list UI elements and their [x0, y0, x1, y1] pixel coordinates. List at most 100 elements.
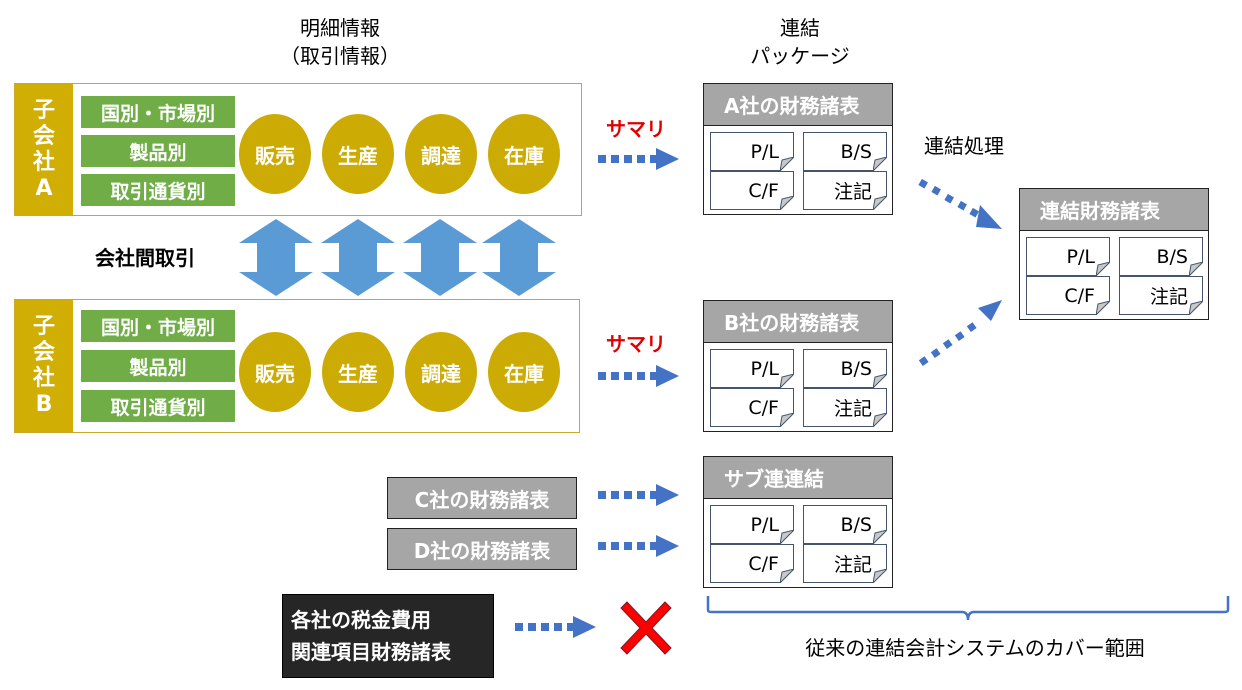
- category-product: 製品別: [81, 135, 235, 167]
- page-fold-icon: [1189, 262, 1203, 276]
- label-char: 子: [32, 97, 55, 123]
- tax-box-line2: 関連項目財務諸表: [291, 640, 451, 664]
- page-fold-icon: [780, 374, 794, 388]
- category-country-market: 国別・市場別: [81, 310, 235, 342]
- detail-info-heading: 明細情報 （取引情報）: [270, 14, 410, 70]
- statement-label: C/F: [748, 179, 779, 202]
- statement-label: C/F: [748, 396, 779, 419]
- page-fold-icon: [873, 157, 887, 171]
- package-heading: 連結 パッケージ: [720, 14, 880, 70]
- intercompany-arrow-2: [321, 219, 395, 296]
- statement-bs: B/S: [803, 349, 887, 388]
- statement-label: B/S: [840, 140, 873, 163]
- summary-label-a: サマリ: [606, 117, 666, 141]
- page-fold-icon: [780, 530, 794, 544]
- page-fold-icon: [780, 569, 794, 583]
- package-b: B社の財務諸表 P/L B/S C/F 注記: [703, 300, 893, 432]
- package-a-title: A社の財務諸表: [704, 84, 892, 126]
- intercompany-arrow-1: [239, 219, 313, 296]
- label-char: 社: [32, 149, 55, 175]
- process-production: 生産: [322, 114, 394, 194]
- statement-bs: B/S: [803, 132, 887, 171]
- statement-label: B/S: [840, 357, 873, 380]
- process-inventory: 在庫: [488, 114, 560, 194]
- company-d-arrow: [598, 535, 679, 557]
- statement-pl: P/L: [710, 132, 794, 171]
- statement-cf: C/F: [710, 544, 794, 583]
- label-char: 社: [32, 366, 55, 391]
- consolidated-statements: 連結財務諸表 P/L B/S C/F 注記: [1019, 188, 1209, 320]
- consolidation-arrow-bottom: [918, 300, 1002, 366]
- statement-notes: 注記: [803, 388, 887, 427]
- statement-pl: P/L: [710, 505, 794, 544]
- statement-notes: 注記: [803, 544, 887, 583]
- detail-heading-line1: 明細情報: [300, 16, 380, 40]
- process-procurement: 調達: [405, 114, 477, 194]
- consolidation-process-label: 連結処理: [924, 134, 1004, 158]
- statement-bs: B/S: [803, 505, 887, 544]
- package-heading-line1: 連結: [780, 16, 820, 40]
- company-d-statements: D社の財務諸表: [387, 528, 577, 570]
- label-char: B: [35, 392, 53, 417]
- statement-label: P/L: [750, 140, 779, 163]
- tax-arrow: [515, 616, 596, 638]
- coverage-label: 従来の連結会計システムのカバー範囲: [805, 636, 1145, 660]
- package-sub-title: サブ連連結: [704, 457, 892, 499]
- subsidiary-b-label: 子 会 社 B: [15, 300, 73, 432]
- statement-label: B/S: [1156, 245, 1189, 268]
- package-a: A社の財務諸表 P/L B/S C/F 注記: [703, 83, 893, 215]
- statement-cf: C/F: [710, 388, 794, 427]
- statement-label: C/F: [748, 552, 779, 575]
- package-b-title: B社の財務諸表: [704, 301, 892, 343]
- statement-bs: B/S: [1119, 237, 1203, 276]
- statement-label: 注記: [833, 181, 872, 203]
- statement-label: C/F: [1064, 284, 1095, 307]
- statement-grid: P/L B/S C/F 注記: [1020, 231, 1208, 319]
- summary-arrow-a: [598, 148, 679, 170]
- statement-grid: P/L B/S C/F 注記: [704, 126, 892, 214]
- intercompany-label: 会社間取引: [95, 246, 195, 270]
- category-currency: 取引通貨別: [81, 390, 235, 422]
- statement-label: 注記: [833, 398, 872, 420]
- label-char: 会: [32, 123, 55, 149]
- statement-label: 注記: [1149, 286, 1188, 308]
- package-sub-consolidation: サブ連連結 P/L B/S C/F 注記: [703, 456, 893, 588]
- statement-label: 注記: [833, 554, 872, 576]
- statement-cf: C/F: [1026, 276, 1110, 315]
- page-fold-icon: [780, 413, 794, 427]
- page-fold-icon: [780, 196, 794, 210]
- detail-heading-line2: （取引情報）: [280, 44, 400, 68]
- label-char: 会: [32, 340, 55, 365]
- not-covered-x-icon: [620, 601, 672, 655]
- tax-expense-box: 各社の税金費用 関連項目財務諸表: [282, 594, 494, 678]
- process-production: 生産: [322, 332, 394, 412]
- page-fold-icon: [1096, 262, 1110, 276]
- statement-label: B/S: [840, 513, 873, 536]
- label-char: A: [35, 175, 53, 201]
- statement-pl: P/L: [710, 349, 794, 388]
- intercompany-arrow-3: [403, 219, 477, 296]
- intercompany-arrow-4: [482, 219, 556, 296]
- consolidation-arrow-top: [918, 178, 1002, 229]
- company-c-arrow: [598, 484, 679, 506]
- page-fold-icon: [873, 196, 887, 210]
- page-fold-icon: [873, 569, 887, 583]
- page-fold-icon: [873, 530, 887, 544]
- page-fold-icon: [873, 413, 887, 427]
- package-heading-line2: パッケージ: [750, 44, 850, 68]
- category-product: 製品別: [81, 350, 235, 382]
- process-sales: 販売: [239, 114, 311, 194]
- process-sales: 販売: [239, 332, 311, 412]
- process-procurement: 調達: [405, 332, 477, 412]
- tax-box-line1: 各社の税金費用: [291, 608, 431, 632]
- page-fold-icon: [1096, 301, 1110, 315]
- statement-pl: P/L: [1026, 237, 1110, 276]
- page-fold-icon: [873, 374, 887, 388]
- statement-label: P/L: [750, 513, 779, 536]
- consolidated-title: 連結財務諸表: [1020, 189, 1208, 231]
- company-c-statements: C社の財務諸表: [387, 477, 577, 519]
- subsidiary-a-frame: 子 会 社 A 国別・市場別 製品別 取引通貨別 販売 生産 調達 在庫: [14, 83, 582, 216]
- statement-notes: 注記: [803, 171, 887, 210]
- page-fold-icon: [1189, 301, 1203, 315]
